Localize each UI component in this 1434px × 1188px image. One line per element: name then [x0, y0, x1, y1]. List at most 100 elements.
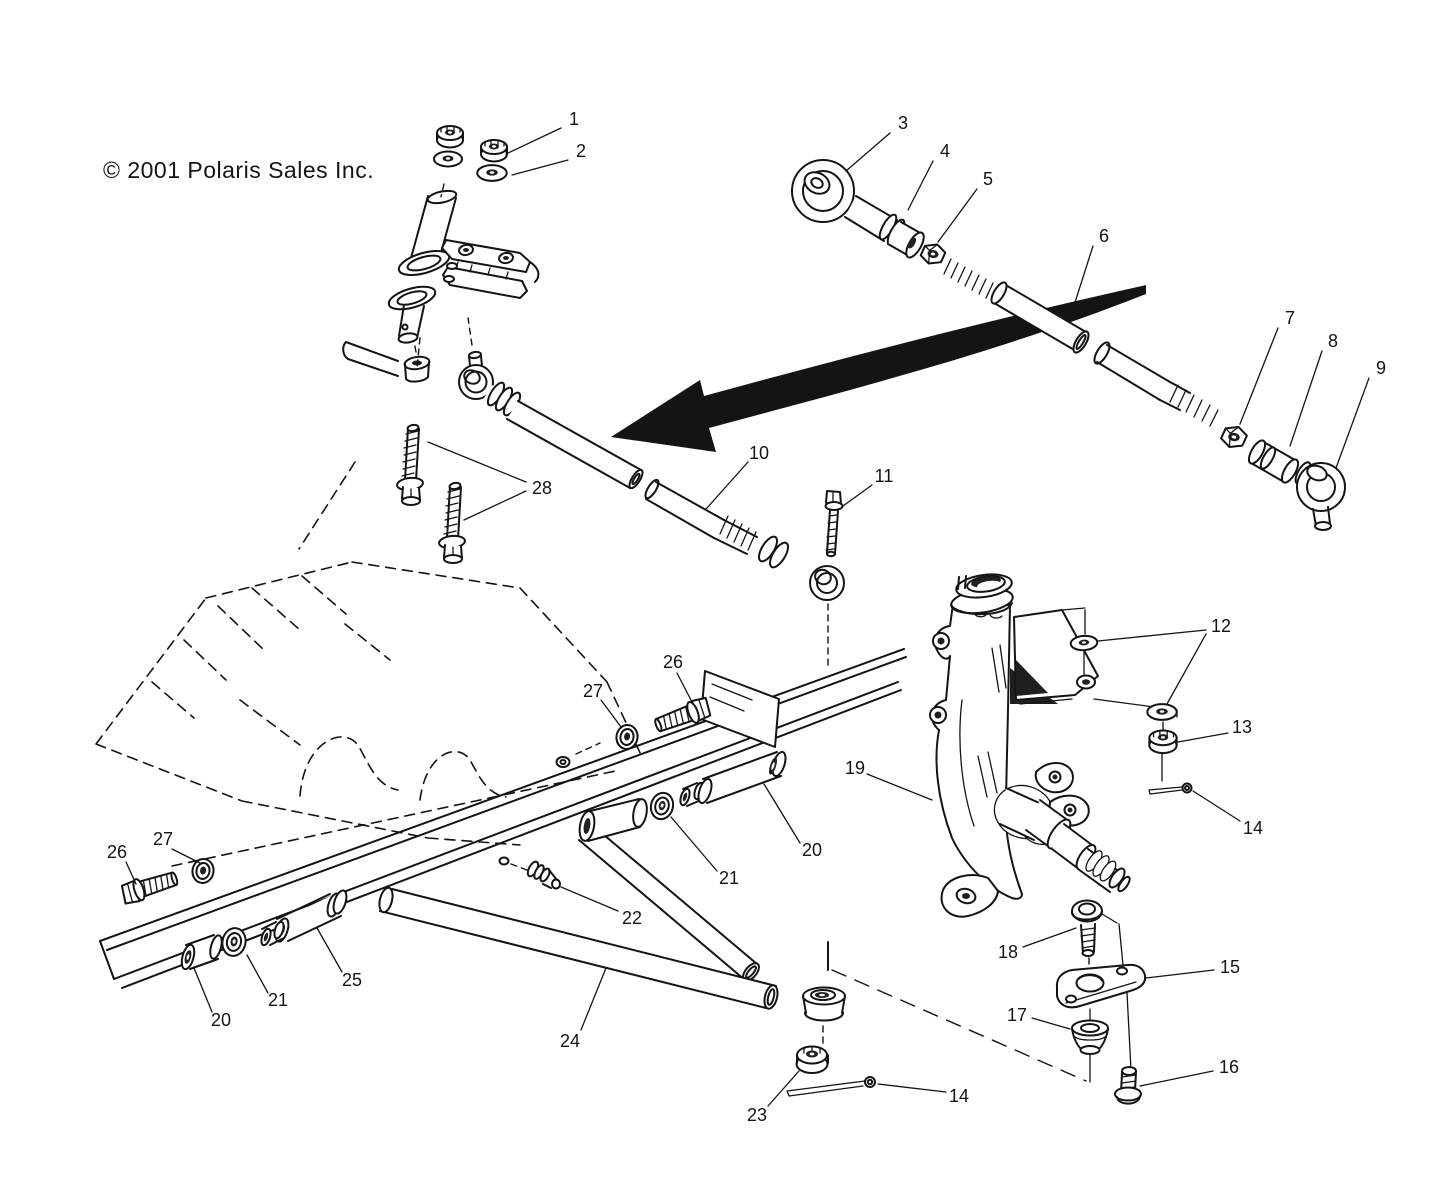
callout-label-10: 10 — [749, 443, 769, 463]
steering-post-detail — [398, 332, 418, 344]
frame-dashed-outline-detail — [96, 562, 642, 845]
callout-label-27: 27 — [153, 829, 173, 849]
tie-rod-right-assembly-detail — [908, 237, 916, 249]
a-arm-assembly-detail — [263, 932, 269, 942]
callout-leader-26 — [677, 673, 693, 704]
tie-rod-left-assembly-detail — [720, 516, 756, 550]
tie-rod-right-assembly-detail — [1258, 445, 1278, 470]
cotter-pin-14-bottom-detail — [868, 1080, 872, 1084]
bolt-11-detail — [826, 502, 843, 510]
a-arm-assembly-detail — [380, 889, 776, 1008]
steering-knuckle-detail — [934, 711, 942, 719]
steering-knuckle-detail — [977, 580, 1001, 590]
ball-joint-hardware-detail — [1081, 1024, 1099, 1032]
tie-rod-left-assembly-detail — [714, 520, 757, 554]
callout-label-7: 7 — [1285, 308, 1295, 328]
callout-leader-8 — [1290, 351, 1322, 446]
tie-rod-right-assembly-detail — [918, 241, 948, 267]
callout-label-20: 20 — [802, 840, 822, 860]
cotter-pin-14-bottom-detail — [787, 1081, 865, 1096]
tie-rod-left-assembly-detail — [343, 342, 398, 376]
bolt-28-a-detail — [402, 431, 418, 476]
castle-nut-23 — [797, 1047, 829, 1074]
a-arm-assembly-detail — [380, 889, 776, 1008]
ball-joint-hardware-detail — [1077, 975, 1104, 992]
callout-label-26: 26 — [663, 652, 683, 672]
steering-knuckle-detail — [1067, 807, 1073, 813]
callout-leader-2 — [512, 160, 568, 175]
callout-label-28: 28 — [532, 478, 552, 498]
callout-label-21: 21 — [719, 868, 739, 888]
cotter-pin-14-right-detail — [1149, 787, 1182, 794]
callout-label-23: 23 — [747, 1105, 767, 1125]
bolt-28-b-detail — [449, 482, 461, 490]
callout-leader-26 — [126, 862, 136, 884]
callout-leader-3 — [846, 133, 890, 171]
callout-leader-28 — [428, 442, 526, 482]
bolt-26-left-detail — [118, 866, 181, 907]
frame-dashed-outline-detail — [152, 462, 390, 745]
steering-post-detail — [427, 189, 458, 206]
callout-leader-22 — [561, 887, 618, 911]
tie-rod-left-assembly-detail — [405, 362, 429, 382]
grease-fitting-22-detail — [552, 880, 560, 889]
ball-joint-housing — [803, 942, 1086, 1081]
tie-rod-right-assembly — [792, 160, 1345, 530]
ball-joint-hardware-detail — [1079, 904, 1095, 915]
callout-label-9: 9 — [1376, 358, 1386, 378]
callout-label-18: 18 — [998, 942, 1018, 962]
a-arm-assembly-detail — [579, 824, 757, 980]
callout-label-17: 17 — [1007, 1005, 1027, 1025]
callout-leader-11 — [843, 485, 872, 506]
callout-leader-12 — [1098, 630, 1206, 641]
post-castle-nut-left-detail — [436, 125, 464, 149]
bolt-28-b — [438, 482, 465, 563]
frame-rails-detail — [576, 743, 600, 754]
callout-leader-23 — [768, 1071, 799, 1106]
callout-leader-6 — [1070, 246, 1093, 318]
spacer-20-left — [179, 934, 223, 970]
bolt-28-b-detail — [444, 555, 462, 563]
knuckle-bracket — [1014, 608, 1177, 717]
ball-joint-hardware-detail — [1072, 911, 1102, 920]
bolt-11 — [826, 491, 843, 556]
callout-label-6: 6 — [1099, 226, 1109, 246]
steering-post-detail — [403, 325, 408, 330]
cotter-pin-14-bottom — [787, 1077, 875, 1096]
steering-post-detail — [441, 184, 444, 197]
callout-leader-24 — [581, 968, 606, 1030]
a-arm-assembly-detail — [331, 889, 349, 915]
steering-knuckle — [930, 571, 1132, 916]
tie-rod-left-assembly-detail — [468, 318, 472, 345]
a-arm-assembly-detail — [579, 824, 757, 980]
callout-leader-4 — [908, 161, 933, 210]
tie-rod-right-assembly-detail — [994, 284, 1086, 351]
spacer-20-right-detail — [771, 762, 775, 770]
a-arm-assembly — [260, 798, 780, 1010]
bolt-11-detail — [827, 552, 835, 556]
tie-rod-left-assembly-detail — [507, 401, 641, 488]
steering-post-detail — [396, 289, 428, 308]
knuckle-bracket-detail — [1020, 699, 1072, 704]
a-arm-assembly-detail — [631, 798, 649, 828]
callout-label-24: 24 — [560, 1031, 580, 1051]
tie-rod-right-assembly-detail — [994, 284, 1086, 351]
washer-2-detail — [476, 164, 508, 182]
spacer-20-left-detail — [186, 935, 218, 969]
callout-leader-27 — [601, 700, 621, 727]
callout-leader-12 — [1167, 634, 1206, 704]
steering-knuckle-detail — [1052, 824, 1092, 870]
post-washer-left-detail — [433, 150, 463, 168]
callout-label-12: 12 — [1211, 616, 1231, 636]
bolt-11-detail — [826, 515, 837, 550]
ball-joint-hardware-detail — [1117, 968, 1127, 975]
grease-fitting-22-detail — [539, 867, 552, 883]
callout-leader-25 — [317, 928, 342, 972]
tie-rod-left-assembly-detail — [631, 473, 640, 485]
tie-rod-left-assembly-detail — [643, 478, 661, 500]
callout-label-14: 14 — [1243, 818, 1263, 838]
grease-fitting-22-detail — [500, 858, 509, 865]
steering-knuckle-detail — [951, 603, 1012, 614]
